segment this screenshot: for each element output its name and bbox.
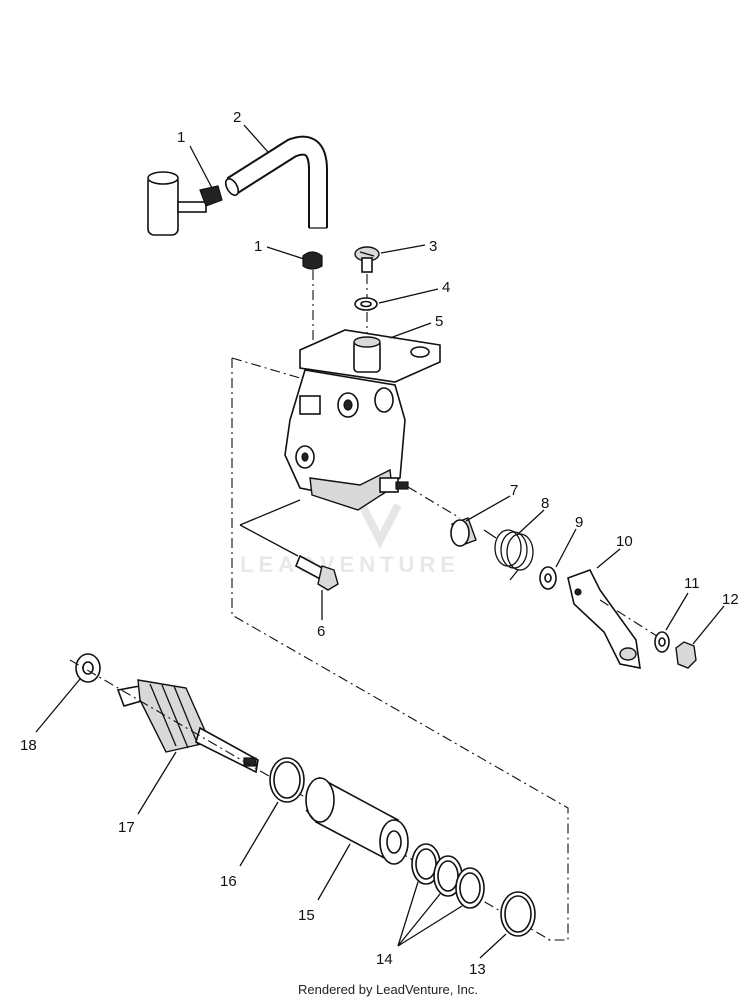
watermark: LEADVENTURE xyxy=(240,503,460,577)
callout-5: 5 xyxy=(435,313,443,330)
callout-15: 15 xyxy=(298,907,315,924)
part-10-lever xyxy=(567,569,661,670)
part-4-washer xyxy=(354,297,378,340)
part-3-screw xyxy=(354,246,380,300)
part-16-oring xyxy=(269,757,305,803)
callout-1-lower: 1 xyxy=(254,238,262,255)
part-8-spring xyxy=(483,529,534,581)
callout-10: 10 xyxy=(616,533,633,550)
callout-2: 2 xyxy=(233,109,241,126)
callout-12: 12 xyxy=(722,591,739,608)
callout-8: 8 xyxy=(541,495,549,512)
part-7-bushing xyxy=(450,517,477,547)
part-2-hose xyxy=(224,135,328,229)
shaft-axis-line xyxy=(407,486,461,519)
footer-credit: Rendered by LeadVenture, Inc. xyxy=(298,982,478,997)
callout-labels: 1 2 1 3 4 5 7 8 9 10 11 12 6 18 17 16 15… xyxy=(20,109,739,978)
callout-11: 11 xyxy=(684,575,700,592)
part-12-nut xyxy=(675,641,697,669)
assembly-frame xyxy=(231,357,569,941)
part-1-clamp-upper xyxy=(147,171,223,236)
watermark-text: LEADVENTURE xyxy=(240,552,460,577)
callout-3: 3 xyxy=(429,238,437,255)
part-9-washer xyxy=(539,566,557,590)
callout-14: 14 xyxy=(376,951,393,968)
callout-13: 13 xyxy=(469,961,486,978)
callout-16: 16 xyxy=(220,873,237,890)
part-11-washer xyxy=(654,631,670,653)
callout-9: 9 xyxy=(575,514,583,531)
part-17-gear-shaft xyxy=(116,679,259,774)
part-5-oil-pump xyxy=(284,329,441,511)
callout-17: 17 xyxy=(118,819,135,836)
callout-1-upper: 1 xyxy=(177,129,185,146)
callout-6: 6 xyxy=(317,623,325,640)
part-13-oring xyxy=(500,891,536,937)
part-18-washer xyxy=(75,653,101,683)
part-15-housing xyxy=(305,776,409,865)
part-14-seals xyxy=(411,843,485,909)
leader-lines xyxy=(35,124,725,959)
callout-7: 7 xyxy=(510,482,518,499)
callout-18: 18 xyxy=(20,737,37,754)
part-6-bolt xyxy=(239,499,339,591)
callout-4: 4 xyxy=(442,279,450,296)
